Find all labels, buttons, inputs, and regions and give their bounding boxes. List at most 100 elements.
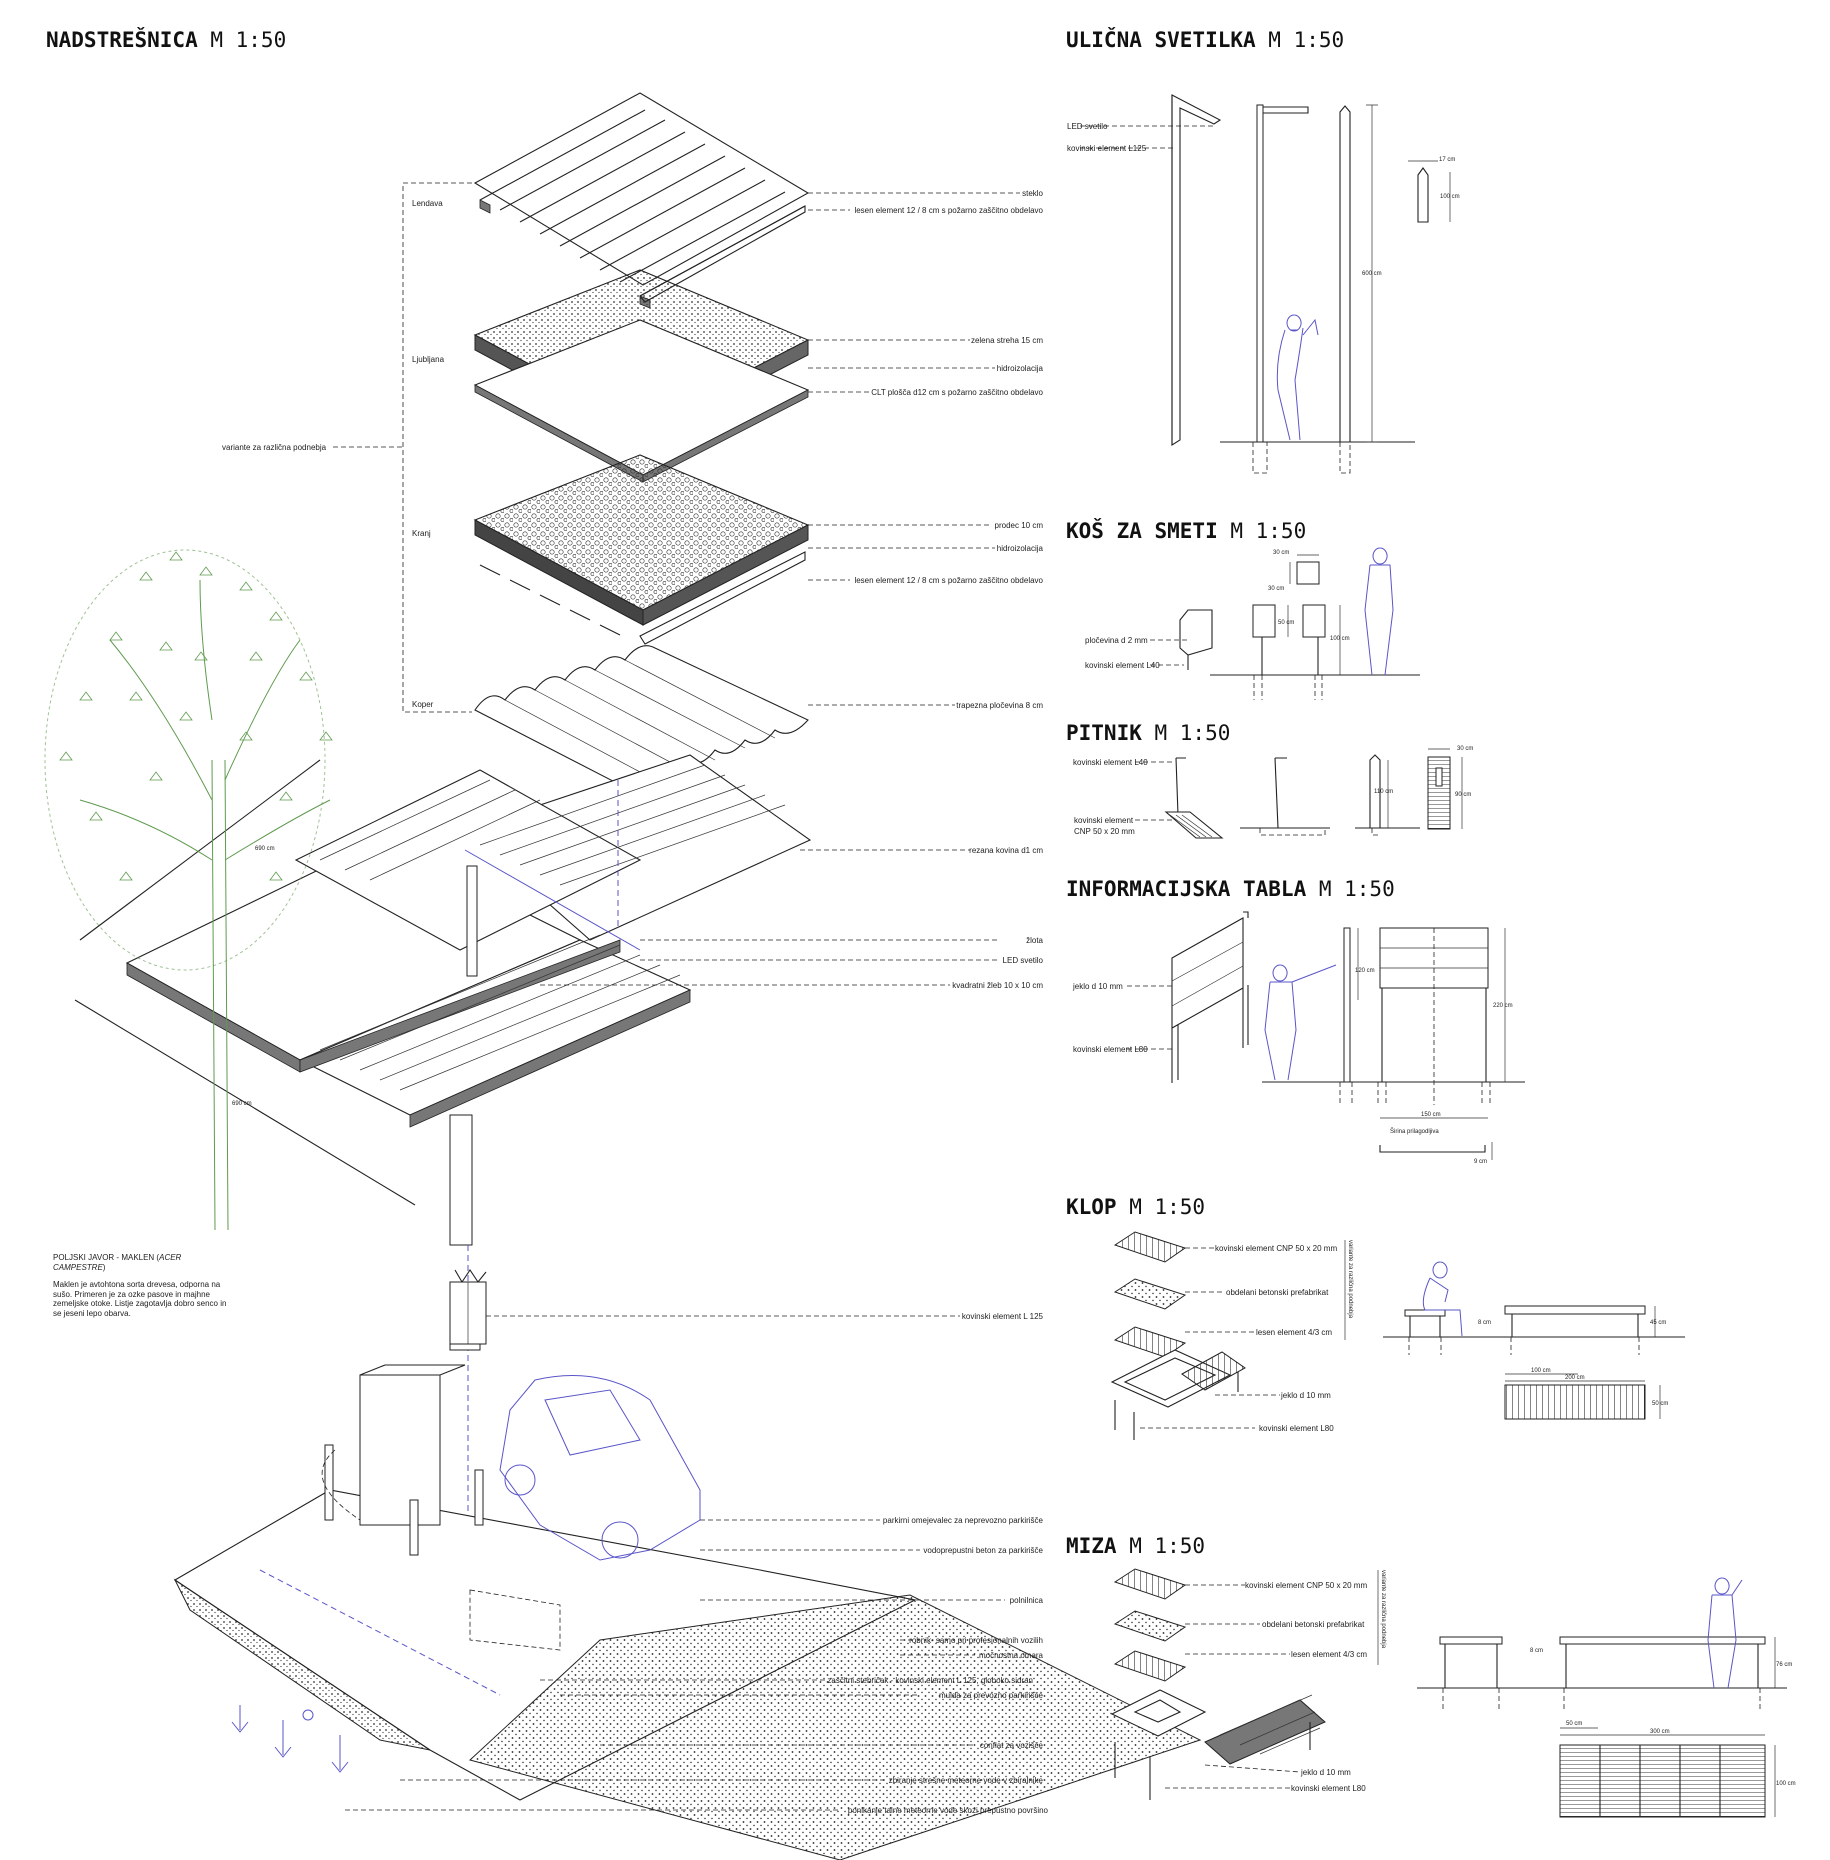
label-kovinski-l125: kovinski element L 125 (962, 1312, 1044, 1321)
bench-l80-label: kovinski element L80 (1259, 1424, 1334, 1433)
table-dim-76: 76 cm (1776, 1662, 1792, 1668)
fountain-cnp-label-b: CNP 50 x 20 mm (1074, 827, 1135, 836)
parking-ground (173, 1364, 1202, 1860)
fountain-l40-label: kovinski element L40 (1073, 758, 1148, 767)
bench-variants: variante za različna podnebja (1347, 1240, 1353, 1319)
title-pitnik: PITNIK M 1:50 (1066, 721, 1230, 745)
tree-note-title: POLJSKI JAVOR - MAKLEN (ACER CAMPESTRE) (53, 1253, 233, 1272)
table-jeklo-label: jeklo d 10 mm (1300, 1768, 1351, 1777)
title-nadstresnica: NADSTREŠNICA M 1:50 (46, 27, 286, 52)
trash-bin: pločevina d 2 mm kovinski element L40 30… (1085, 547, 1420, 700)
bench-dim-50: 50 cm (1652, 1401, 1668, 1407)
board-jeklo-label: jeklo d 10 mm (1072, 982, 1123, 991)
board-l80-label: kovinski element L80 (1073, 1045, 1148, 1054)
table-beton-label: obdelani betonski prefabrikat (1262, 1620, 1365, 1629)
label-prodec: prodec 10 cm (995, 521, 1044, 530)
label-lesen-element-1: lesen element 12 / 8 cm s požarno zaščit… (854, 206, 1043, 215)
board-dim-220: 220 cm (1493, 1003, 1513, 1009)
roof-layer-ljubljana (473, 269, 810, 483)
bench-jeklo-label: jeklo d 10 mm (1280, 1391, 1331, 1400)
canopy-labels: steklo lesen element 12 / 8 cm s požarno… (827, 189, 1048, 1815)
dim-690-a: 690 cm (255, 846, 275, 852)
label-mocnostna-omara: močnostna omara (979, 1651, 1044, 1660)
bench-dim-8: 8 cm (1478, 1320, 1491, 1326)
board-dim-sirina: Širina prilagodljiva (1390, 1128, 1439, 1135)
label-conflat: conflat za vozišče (980, 1741, 1044, 1750)
canopy-assembly: 690 cm 690 cm (74, 754, 812, 1590)
label-trapezna-plocevina: trapezna pločevina 8 cm (956, 701, 1043, 710)
table-l80-label: kovinski element L80 (1291, 1784, 1366, 1793)
column-detail (449, 1269, 487, 1351)
label-rezana-kovina: rezana kovina d1 cm (969, 846, 1043, 855)
fountain-cnp-label-a: kovinski element (1074, 816, 1134, 825)
board-dim-120: 120 cm (1355, 968, 1375, 974)
city-ljubljana: Ljubljana (412, 355, 445, 364)
label-polnilnica: polnilnica (1010, 1596, 1044, 1605)
title-kos-za-smeti: KOŠ ZA SMETI M 1:50 (1066, 518, 1306, 543)
bin-l40-label: kovinski element L40 (1085, 661, 1160, 670)
board-dim-9: 9 cm (1474, 1159, 1487, 1165)
bin-dim-50: 50 cm (1278, 620, 1294, 626)
bench-dim-45: 45 cm (1650, 1320, 1666, 1326)
city-kranj: Kranj (412, 529, 431, 538)
bin-dim-30-a: 30 cm (1273, 550, 1289, 556)
light-dim-17: 17 cm (1439, 157, 1455, 163)
title-miza: MIZA M 1:50 (1066, 1534, 1205, 1558)
bin-dim-30-b: 30 cm (1268, 586, 1284, 592)
title-ulicna-svetilka: ULIČNA SVETILKA M 1:50 (1066, 27, 1344, 52)
label-zascitni-stebricek: zaščitni stebriček - kovinski element L … (827, 1676, 1033, 1685)
title-klop: KLOP M 1:50 (1066, 1195, 1205, 1219)
tree-note-latin: ACER CAMPESTRE (53, 1253, 182, 1272)
bench-cnp-label: kovinski element CNP 50 x 20 mm (1215, 1244, 1337, 1253)
table-dim-300: 300 cm (1650, 1729, 1670, 1735)
tree-note-title-c: ) (102, 1262, 106, 1272)
table-variants: variante za različna podnebja (1380, 1570, 1386, 1649)
label-parkirni-omejevalec: parkirni omejevalec za neprevozno parkir… (883, 1516, 1044, 1525)
light-dim-600: 600 cm (1362, 271, 1382, 277)
label-ponikanje: ponikanje talne meteorne vode skozi prep… (848, 1806, 1049, 1815)
table-dim-100: 100 cm (1776, 1781, 1796, 1787)
label-mulda: mulda za prevozno parkirišče (939, 1691, 1044, 1700)
label-lesen-element-2: lesen element 12 / 8 cm s požarno zaščit… (854, 576, 1043, 585)
fountain-dim-110: 110 cm (1374, 789, 1393, 795)
table: kovinski element CNP 50 x 20 mm obdelani… (1110, 1568, 1796, 1818)
tree-note-text: Maklen je avtohtona sorta drevesa, odpor… (53, 1280, 227, 1318)
label-hidroizolacija-1: hidroizolacija (997, 364, 1044, 373)
fountain-dim-90: 90 cm (1455, 792, 1471, 798)
variants-bracket: variante za različna podnebja Lendava Lj… (222, 182, 472, 713)
bench-beton-label: obdelani betonski prefabrikat (1226, 1288, 1329, 1297)
label-robnik: robnik- samo pri profesionalnih vozilih (909, 1636, 1043, 1645)
table-dim-50: 50 cm (1566, 1721, 1582, 1727)
label-hidroizolacija-2: hidroizolacija (997, 544, 1044, 553)
label-led-svetilo: LED svetilo (1003, 956, 1044, 965)
drinking-fountain: kovinski element L40 kovinski element CN… (1073, 746, 1473, 839)
light-led-label: LED svetilo (1067, 122, 1108, 131)
info-board: jeklo d 10 mm kovinski element L80 120 c… (1072, 911, 1525, 1165)
light-l125-label: kovinski element L125 (1067, 144, 1147, 153)
variants-label: variante za različna podnebja (222, 443, 327, 452)
label-kvadratni-zleb: kvadratni žleb 10 x 10 cm (952, 981, 1043, 990)
label-zbiranje-vode: zbiranje strešne meteorne vode v zbiraln… (889, 1776, 1044, 1785)
title-informacijska-tabla: INFORMACIJSKA TABLA M 1:50 (1066, 877, 1395, 901)
bench-dim-100: 100 cm (1531, 1368, 1551, 1374)
table-cnp-label: kovinski element CNP 50 x 20 mm (1245, 1581, 1367, 1590)
label-steklo: steklo (1022, 189, 1043, 198)
tree-note-title-a: POLJSKI JAVOR - MAKLEN ( (53, 1253, 160, 1262)
street-light: LED svetilo kovinski element L125 600 cm… (1067, 94, 1460, 474)
table-dim-8: 8 cm (1530, 1648, 1543, 1654)
roof-layer-kranj (473, 454, 810, 645)
light-dim-100: 100 cm (1440, 194, 1460, 200)
label-zlota: žlota (1026, 936, 1043, 945)
bench-dim-200: 200 cm (1565, 1375, 1585, 1381)
bench: kovinski element CNP 50 x 20 mm obdelani… (1110, 1231, 1685, 1440)
label-vodoprepustni-beton: vodoprepustni beton za parkirišče (923, 1546, 1043, 1555)
label-zelena-streha: zelena streha 15 cm (971, 336, 1043, 345)
label-clt-plosca: CLT plošča d12 cm s požarno zaščitno obd… (871, 388, 1043, 397)
bench-lesen-label: lesen element 4/3 cm (1256, 1328, 1332, 1337)
maple-tree (44, 549, 333, 1231)
bin-plocevina-label: pločevina d 2 mm (1085, 636, 1148, 645)
tree-note: POLJSKI JAVOR - MAKLEN (ACER CAMPESTRE) … (53, 1253, 233, 1318)
city-lendava: Lendava (412, 199, 443, 208)
bin-dim-100: 100 cm (1330, 636, 1350, 642)
